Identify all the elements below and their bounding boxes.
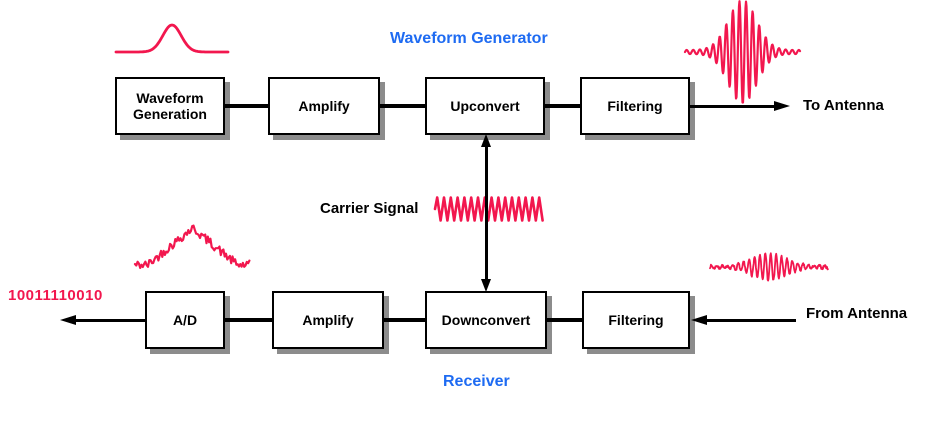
block-filtering-tx: Filtering — [580, 77, 690, 135]
block-ad-converter: A/D — [145, 291, 225, 349]
block-amplify-tx: Amplify — [268, 77, 380, 135]
digital-output-arrow-line — [74, 318, 145, 322]
from-antenna-label: From Antenna — [806, 305, 908, 322]
block-amplify-rx: Amplify — [272, 291, 384, 349]
received-signal-waveform — [709, 252, 829, 282]
connector-wg-amplify — [224, 104, 270, 108]
to-antenna-arrowhead-icon — [774, 101, 790, 111]
receiver-title: Receiver — [443, 373, 510, 390]
digital-output-bits: 10011110010 — [8, 287, 103, 304]
connector-ad-amplify — [223, 318, 274, 322]
to-antenna-arrow-line — [688, 104, 776, 108]
connector-upconvert-filtering — [543, 104, 582, 108]
block-filtering-rx: Filtering — [582, 291, 690, 349]
connector-amplify-upconvert — [378, 104, 427, 108]
generator-title: Waveform Generator — [390, 30, 548, 47]
carrier-signal-label: Carrier Signal — [320, 200, 419, 217]
carrier-arrowhead-down-icon — [481, 279, 491, 292]
block-waveform-generation: Waveform Generation — [115, 77, 225, 135]
baseband-pulse-waveform — [114, 23, 230, 54]
from-antenna-arrow-line — [706, 318, 796, 322]
carrier-sine-waveform — [433, 196, 544, 222]
connector-downconvert-filtering — [545, 318, 584, 322]
block-upconvert: Upconvert — [425, 77, 545, 135]
carrier-arrow-line — [485, 145, 488, 281]
rf-burst-waveform — [683, 0, 802, 104]
from-antenna-arrowhead-icon — [691, 315, 707, 325]
block-downconvert: Downconvert — [425, 291, 547, 349]
connector-amplify-downconvert — [382, 318, 427, 322]
carrier-arrowhead-up-icon — [481, 134, 491, 147]
digital-output-arrowhead-icon — [60, 315, 76, 325]
to-antenna-label: To Antenna — [803, 97, 884, 114]
noisy-spectrum-waveform — [133, 224, 251, 270]
